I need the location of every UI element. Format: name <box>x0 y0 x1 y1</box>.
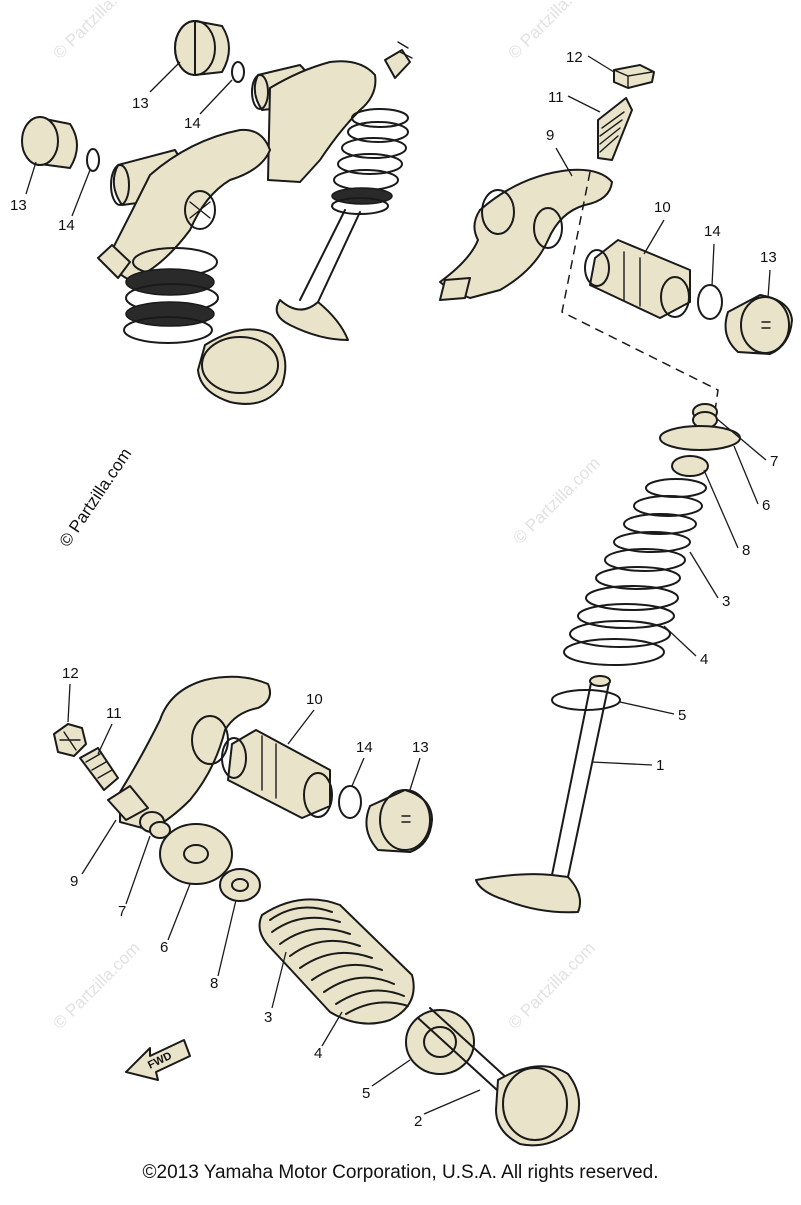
callout-12: 12 <box>566 49 583 66</box>
valve-spring-upper-icon <box>331 108 409 215</box>
watermark: © Partzilla.com <box>49 938 143 1032</box>
circlip-14-icon <box>697 284 723 320</box>
callout-9: 9 <box>70 873 78 890</box>
callout-7: 7 <box>770 453 778 470</box>
adjuster-nut-12-icon <box>613 64 655 89</box>
callout-3: 3 <box>264 1009 272 1026</box>
spring-retainer-6-icon <box>659 425 741 451</box>
valve-lower-icon <box>197 328 287 405</box>
callout-6: 6 <box>762 497 770 514</box>
rocker-arm-upper-icon <box>251 41 413 183</box>
callout-3: 3 <box>722 593 730 610</box>
callout-14: 14 <box>184 115 201 132</box>
callout-14: 14 <box>704 223 721 240</box>
rocker-arm-lower-icon <box>97 128 271 281</box>
watermark: © Partzilla.com <box>504 938 598 1032</box>
spring-retainer-6-icon <box>159 823 233 885</box>
valve-spring-outer-4-icon <box>563 585 679 666</box>
callout-13: 13 <box>132 95 149 112</box>
watermark: © Partzilla.com <box>49 0 143 63</box>
callout-11: 11 <box>106 705 122 722</box>
callout-10: 10 <box>306 691 323 708</box>
callout-2: 2 <box>414 1113 422 1130</box>
valve-seal-8-icon <box>219 868 261 902</box>
copyright-notice: ©2013 Yamaha Motor Corporation, U.S.A. A… <box>142 1162 659 1183</box>
valve-2-icon <box>417 1007 580 1147</box>
callout-13: 13 <box>412 739 429 756</box>
callout-14: 14 <box>58 217 75 234</box>
plug-13-icon <box>365 789 433 853</box>
callout-6: 6 <box>160 939 168 956</box>
callout-14: 14 <box>356 739 373 756</box>
callout-8: 8 <box>742 542 750 559</box>
valve-keeper-7-icon <box>139 811 171 839</box>
callout-12: 12 <box>62 665 79 682</box>
rocker-shaft-10-icon <box>584 239 691 319</box>
circlip-14-lower-icon <box>86 148 100 172</box>
callout-5: 5 <box>678 707 686 724</box>
rocker-arm-9-icon <box>107 675 271 831</box>
callout-13: 13 <box>10 197 27 214</box>
spring-seat-5-icon <box>405 1009 475 1075</box>
lower-left-assembly: FWD 12 11 10 14 13 9 7 6 8 3 4 5 2 <box>53 665 580 1147</box>
valve-spring-lower-icon <box>123 247 219 344</box>
plug-13-icon <box>724 294 793 355</box>
callout-13: 13 <box>760 249 777 266</box>
callout-11: 11 <box>548 89 564 106</box>
valve-springs-3-4-icon <box>258 898 415 1025</box>
callout-10: 10 <box>654 199 671 216</box>
valve-upper-icon <box>275 209 361 341</box>
callout-5: 5 <box>362 1085 370 1102</box>
callout-8: 8 <box>210 975 218 992</box>
callout-7: 7 <box>118 903 126 920</box>
watermark: © Partzilla.com <box>504 0 598 63</box>
rocker-arm-9-icon <box>439 168 613 301</box>
circlip-14-upper-icon <box>231 61 245 83</box>
plug-13-lower-icon <box>21 116 78 169</box>
adjuster-screw-11-icon <box>597 97 633 161</box>
valve-1-icon <box>475 675 611 914</box>
circlip-14-icon <box>338 785 362 819</box>
partzilla-watermark: © Partzilla.com <box>56 445 136 551</box>
plug-13-upper-icon <box>174 20 230 76</box>
fwd-arrow-icon: FWD <box>125 1039 191 1081</box>
adjuster-nut-12-icon <box>53 723 87 757</box>
callout-9: 9 <box>546 127 554 144</box>
callout-4: 4 <box>700 651 708 668</box>
watermark: © Partzilla.com <box>509 453 603 547</box>
top-left-assembly: 13 14 13 14 <box>10 20 413 405</box>
callout-4: 4 <box>314 1045 322 1062</box>
valve-spring-inner-3-icon <box>595 478 707 590</box>
callout-1: 1 <box>656 757 664 774</box>
valve-seal-8-icon <box>671 455 709 477</box>
rocker-shaft-10-icon <box>221 729 333 819</box>
adjuster-screw-11-icon <box>79 747 119 791</box>
valve-keeper-7-icon <box>692 403 718 429</box>
top-right-assembly: 12 11 9 10 14 13 7 6 8 3 4 5 1 <box>439 49 793 914</box>
